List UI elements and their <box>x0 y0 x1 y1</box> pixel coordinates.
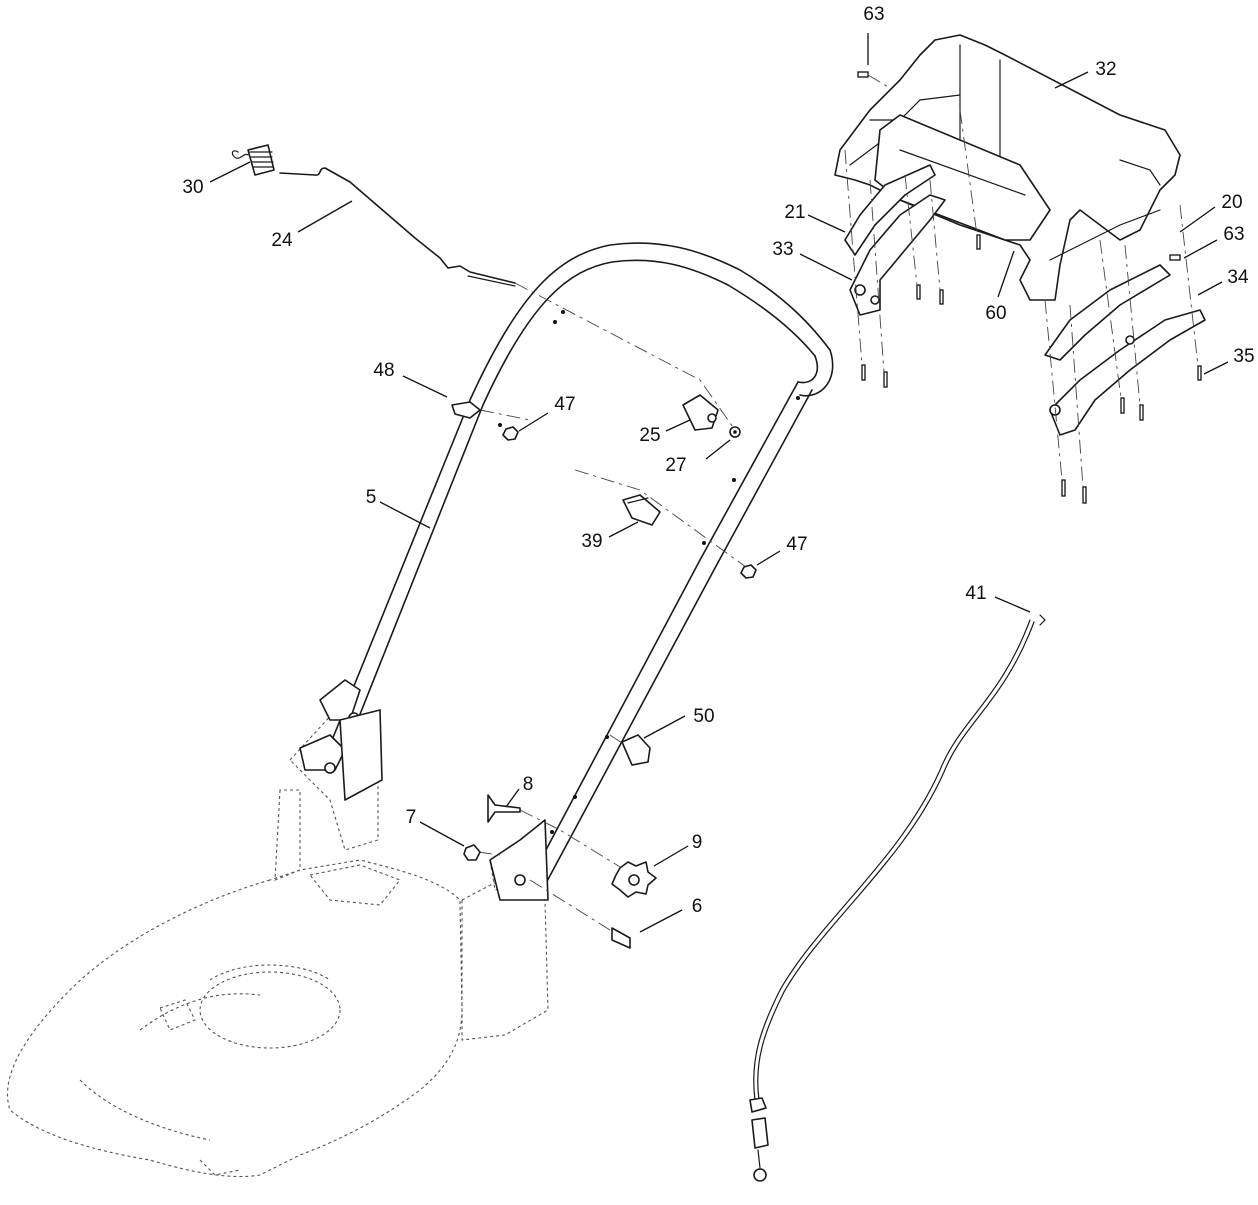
callout-25: 25 <box>639 425 660 446</box>
callout-6: 6 <box>692 896 703 917</box>
part6-axis <box>529 879 611 931</box>
callout-33: 33 <box>772 239 793 260</box>
projection-lines <box>844 74 1199 488</box>
callout-labels: 63 32 30 24 21 20 63 33 34 60 35 48 47 2… <box>182 4 1254 917</box>
control-housing <box>834 34 1206 436</box>
callout-34: 34 <box>1227 267 1249 288</box>
control-cable <box>749 614 1046 1182</box>
callout-35: 35 <box>1233 346 1254 367</box>
callout-47-lower: 47 <box>786 534 807 555</box>
right-handle-bracket <box>489 819 549 901</box>
part7-axis <box>477 851 501 856</box>
callout-8: 8 <box>523 774 534 795</box>
handle-assembly <box>329 242 834 886</box>
callout-5: 5 <box>366 487 377 508</box>
mower-deck <box>6 699 549 1178</box>
callout-21: 21 <box>784 202 805 223</box>
callout-9: 9 <box>692 832 703 853</box>
callout-20: 20 <box>1221 192 1242 213</box>
callout-30: 30 <box>182 177 203 198</box>
callout-7: 7 <box>406 807 417 828</box>
callout-50: 50 <box>693 706 714 727</box>
callout-27: 27 <box>665 455 686 476</box>
callout-47-upper: 47 <box>554 394 575 415</box>
rod-axis <box>514 282 736 431</box>
part48-axis <box>479 409 531 421</box>
callout-48: 48 <box>373 360 394 381</box>
left-handle-bracket <box>299 679 383 801</box>
callout-63-top: 63 <box>863 4 884 25</box>
screws <box>857 71 1202 504</box>
callout-24: 24 <box>271 230 293 251</box>
small-parts <box>451 394 757 949</box>
callout-63-right: 63 <box>1223 224 1244 245</box>
callout-41: 41 <box>965 583 986 604</box>
callout-39: 39 <box>581 531 602 552</box>
control-rod <box>231 144 516 287</box>
callout-32: 32 <box>1095 59 1116 80</box>
callout-60: 60 <box>985 303 1006 324</box>
leader-lines <box>209 33 1229 933</box>
